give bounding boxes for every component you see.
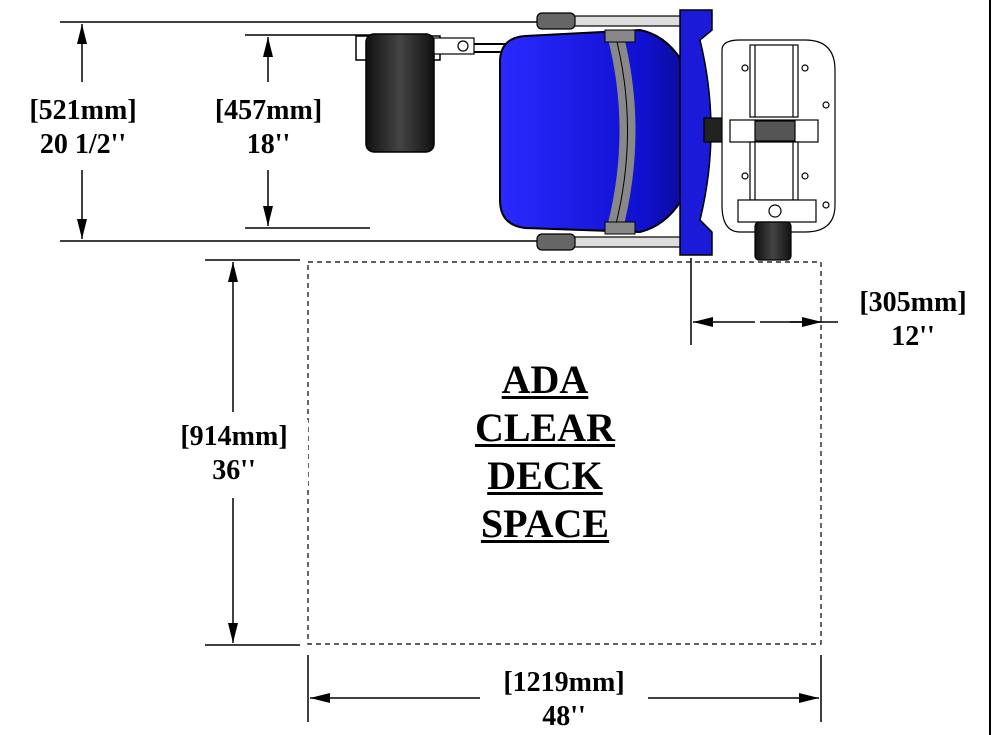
- overall-width-mm: [521mm]: [29, 95, 137, 126]
- ada-clear-deck-space: [307, 261, 822, 645]
- offset-label: [305mm] 12'': [838, 286, 988, 354]
- deck-width-in: 48'': [542, 701, 586, 732]
- lift-top-view: [355, 9, 836, 261]
- seat-width-in: 18'': [246, 129, 291, 160]
- deck-width-dimension: [307, 655, 822, 722]
- deck-depth-dimension: [205, 259, 300, 646]
- seat-width-dimension: [245, 34, 370, 229]
- seat-width-mm: [457mm]: [214, 95, 323, 126]
- lift-mast: [721, 39, 836, 261]
- overall-width-in: 20 1/2'': [39, 129, 127, 160]
- clear-space-line-4: SPACE: [480, 501, 610, 546]
- deck-width-mm: [1219mm]: [503, 667, 625, 698]
- overall-width-label: [521mm] 20 1/2'': [8, 94, 158, 162]
- seat-width-label: [457mm] 18'': [196, 94, 341, 162]
- offset-in: 12'': [891, 321, 935, 352]
- clear-space-line-3: DECK: [487, 453, 603, 498]
- footrest: [355, 33, 515, 153]
- clear-space-line-2: CLEAR: [474, 405, 616, 450]
- deck-depth-label: [914mm] 36'': [160, 420, 308, 488]
- seat: [499, 9, 731, 256]
- overall-width-dimension: [60, 21, 540, 242]
- clear-space-title: ADA CLEAR DECK SPACE: [420, 356, 670, 548]
- offset-dimension: [690, 258, 838, 345]
- offset-mm: [305mm]: [859, 287, 967, 318]
- deck-depth-mm: [914mm]: [180, 421, 288, 452]
- deck-depth-in: 36'': [212, 455, 256, 486]
- clear-space-line-1: ADA: [501, 357, 589, 402]
- deck-width-label: [1219mm] 48'': [478, 666, 650, 734]
